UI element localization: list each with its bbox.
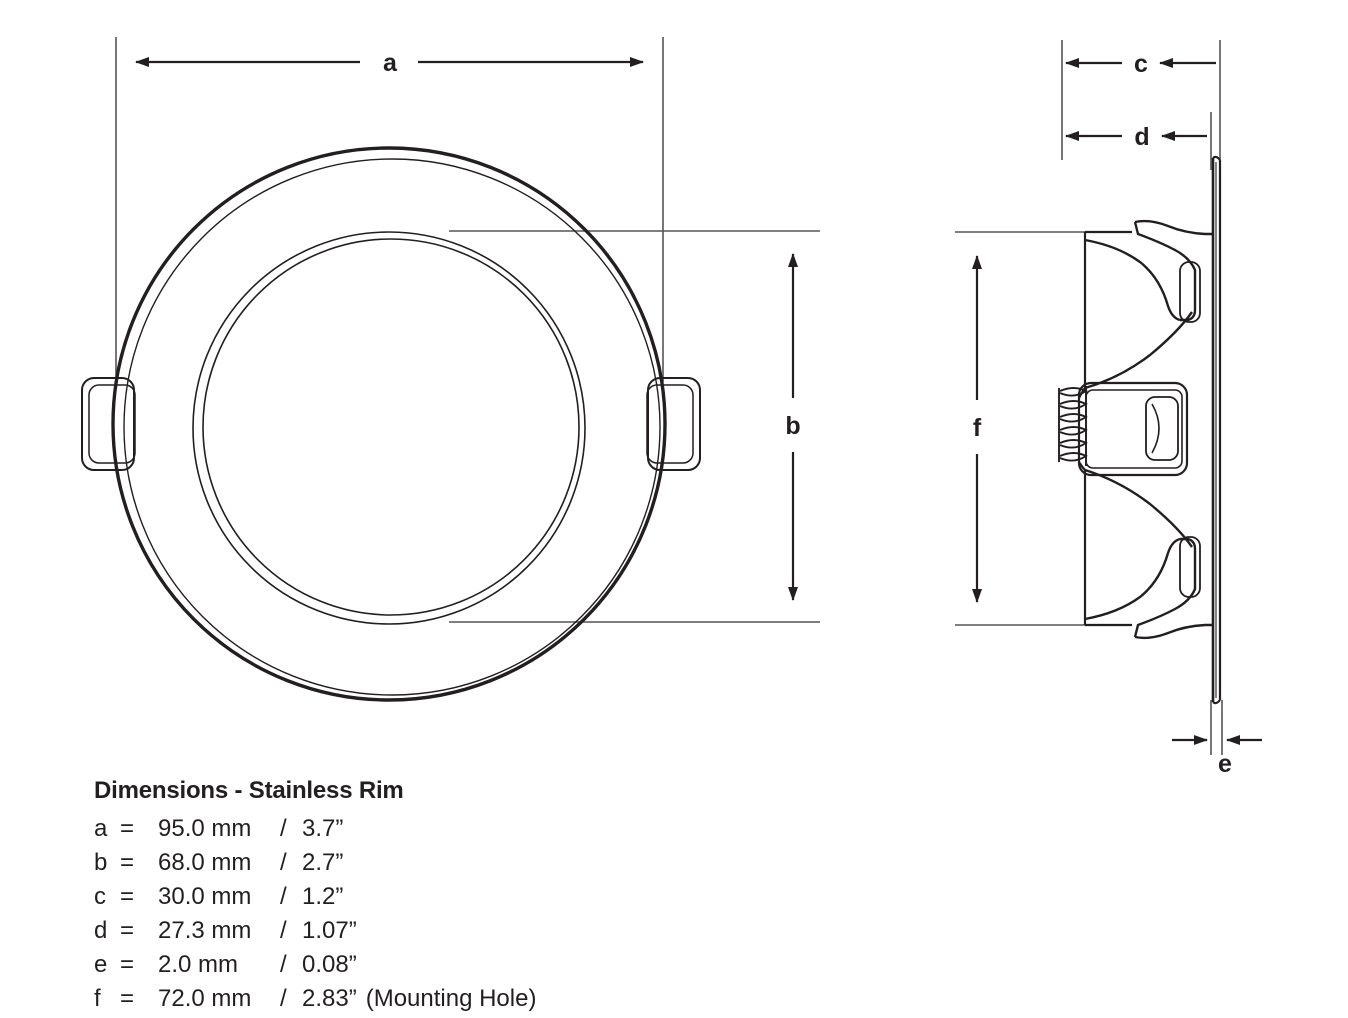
spec-key-a: a [94, 815, 108, 842]
bezel-bottom-cap [1212, 699, 1221, 705]
spec-eq-a: = [120, 815, 135, 842]
clip-upper-body [1133, 221, 1197, 310]
clip-upper-top-arm [1134, 219, 1212, 236]
spec-eq-e: = [120, 951, 135, 978]
spec-row-d: d = 27.3 mm / 1.07” [94, 917, 894, 951]
clip-upper-inner-curve [1084, 238, 1181, 322]
outer-rim-circle [111, 146, 667, 702]
housing-inner [1085, 389, 1183, 469]
mounting-tabs [81, 377, 701, 471]
spec-row-f: f = 72.0 mm / 2.83” (Mounting Hole) [94, 985, 894, 1018]
housing-outer [1077, 381, 1189, 477]
dimension-b: b [785, 253, 801, 601]
dimension-d-label: d [1134, 123, 1149, 151]
spec-metric-e: 2.0 mm [158, 951, 239, 978]
dimension-c: c [1065, 50, 1216, 78]
spec-imperial-c: 1.2” [302, 883, 344, 910]
clip-lower-detail-slot [1179, 536, 1201, 598]
spec-slash-c: / [280, 883, 287, 910]
housing-box [1077, 381, 1189, 477]
dimension-b-label: b [785, 412, 800, 440]
spring-coil-2 [1059, 400, 1088, 410]
spring-clip-lower [1084, 468, 1212, 640]
spec-note-f: (Mounting Hole) [365, 985, 537, 1012]
spec-eq-d: = [120, 917, 135, 944]
spring-coil-6 [1059, 452, 1088, 462]
spring-coil-4 [1059, 426, 1088, 436]
dimension-e-label: e [1218, 750, 1232, 778]
clip-lower-bottom-arm [1134, 623, 1212, 640]
spec-eq-b: = [120, 849, 135, 876]
spec-eq-c: = [120, 883, 135, 910]
spec-slash-f: / [280, 985, 287, 1012]
front-view: a b [81, 37, 820, 702]
bezel-top-cap [1212, 155, 1221, 161]
clip-upper-foot [1180, 309, 1197, 322]
spec-key-e: e [94, 951, 108, 978]
specs-list: a = 95.0 mm / 3.7” b = 68.0 mm / 2.7” c … [94, 815, 894, 1018]
clip-upper-lower-edge [1084, 311, 1193, 390]
dimension-d: d [1065, 123, 1207, 151]
spec-slash-a: / [280, 815, 287, 842]
spec-imperial-e: 0.08” [302, 951, 357, 978]
aperture-ring-inner [202, 238, 580, 616]
housing-port-detail [1151, 403, 1160, 454]
mounting-tab-left-inner [88, 384, 136, 464]
dimension-e: e [1172, 735, 1262, 778]
aperture-ring-outer [192, 231, 586, 625]
dimension-a-label: a [383, 49, 398, 77]
spec-slash-d: / [280, 917, 287, 944]
coil-spring [1058, 386, 1088, 466]
spec-row-e: e = 2.0 mm / 0.08” [94, 951, 894, 985]
clip-lower-body [1133, 549, 1197, 638]
spring-coil-5 [1059, 439, 1088, 449]
clip-lower-foot [1180, 537, 1197, 550]
spec-slash-b: / [280, 849, 287, 876]
mounting-tab-right-outer [647, 377, 701, 471]
spec-imperial-a: 3.7” [302, 815, 344, 842]
front-extension-lines [115, 37, 820, 623]
dimension-c-label: c [1134, 50, 1148, 78]
spec-metric-f: 72.0 mm [158, 985, 252, 1012]
spec-metric-b: 68.0 mm [158, 849, 252, 876]
fixture-body [1078, 230, 1132, 627]
spring-clip-upper [1084, 219, 1212, 390]
mounting-tab-right-inner [646, 384, 694, 464]
spec-imperial-f: 2.83” [302, 985, 357, 1012]
spec-key-c: c [94, 883, 106, 910]
spec-eq-f: = [120, 985, 135, 1012]
specs-heading: Dimensions - Stainless Rim [94, 777, 404, 804]
clip-lower-upper-edge [1084, 468, 1193, 548]
mounting-tab-left-outer [81, 377, 135, 471]
dimension-a: a [135, 49, 644, 77]
spec-slash-e: / [280, 951, 287, 978]
spec-key-d: d [94, 917, 108, 944]
clip-lower-inner-curve [1084, 537, 1181, 621]
side-extension-lines [955, 40, 1223, 755]
side-view: c d e f [955, 40, 1262, 778]
spec-imperial-b: 2.7” [302, 849, 344, 876]
outer-rim-inner-edge [123, 158, 661, 696]
spec-row-b: b = 68.0 mm / 2.7” [94, 849, 894, 883]
bezel-plate [1211, 155, 1222, 705]
spec-metric-a: 95.0 mm [158, 815, 252, 842]
spec-metric-c: 30.0 mm [158, 883, 252, 910]
spring-coil-3 [1059, 413, 1088, 423]
clip-upper-detail-slot [1179, 261, 1201, 323]
spec-row-a: a = 95.0 mm / 3.7” [94, 815, 894, 849]
spec-metric-d: 27.3 mm [158, 917, 252, 944]
trim-rings [111, 146, 667, 702]
spec-row-c: c = 30.0 mm / 1.2” [94, 883, 894, 917]
dimension-f-label: f [973, 414, 982, 442]
spec-key-b: b [94, 849, 108, 876]
spec-imperial-d: 1.07” [302, 917, 357, 944]
dimension-f: f [972, 255, 982, 603]
housing-port [1145, 396, 1179, 461]
spec-key-f: f [94, 985, 101, 1012]
